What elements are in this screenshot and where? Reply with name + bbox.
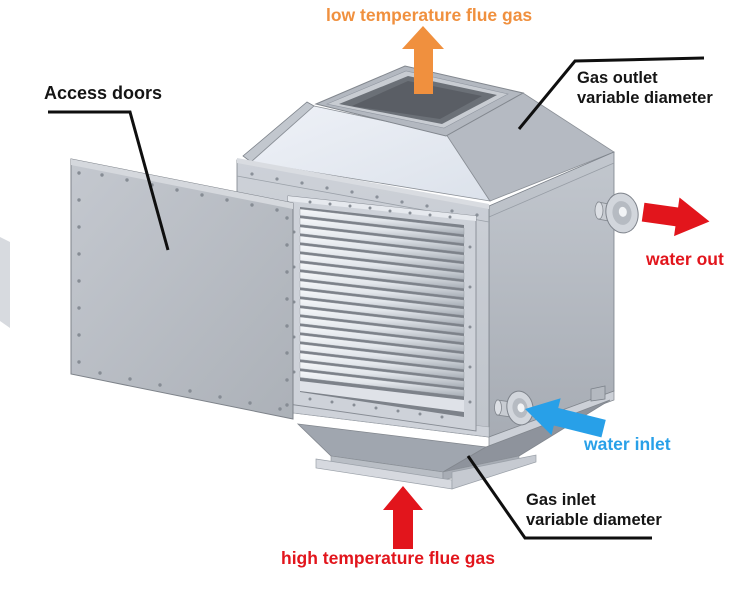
access-door-panel [70, 158, 294, 420]
label-gas-inlet: Gas inlet variable diameter [526, 490, 662, 530]
access-doors-callout-line [48, 110, 170, 251]
door-bolt-holes [77, 171, 289, 411]
label-water-inlet: water inlet [584, 434, 671, 454]
label-high-temp-flue-gas: high temperature flue gas [281, 548, 495, 568]
support-foot [590, 385, 606, 402]
callout-lines [48, 56, 705, 540]
low-temp-flue-gas-up-arrow-icon [402, 26, 444, 94]
label-gas-inlet-line1: Gas inlet [526, 491, 596, 509]
rim-bolt-holes [250, 172, 479, 217]
water-inlet-left-arrow-icon [525, 398, 606, 438]
label-gas-outlet-line2: variable diameter [577, 89, 713, 107]
water-out-nozzle [594, 192, 639, 234]
access-door [0, 158, 294, 420]
access-door-edge [0, 237, 10, 328]
gas-outlet-callout-line [517, 56, 705, 130]
water-out-right-arrow-icon [641, 197, 710, 237]
opening-sill [300, 381, 464, 412]
tube-bundle-opening [287, 195, 477, 432]
label-access-doors: Access doors [44, 83, 163, 103]
gas-inlet-callout-line [466, 455, 652, 540]
label-gas-inlet-line2: variable diameter [526, 511, 662, 529]
water-inlet-nozzle [494, 390, 534, 426]
label-gas-outlet: Gas outlet variable diameter [577, 68, 713, 108]
label-gas-outlet-line1: Gas outlet [577, 69, 658, 87]
high-temp-flue-gas-up-arrow-icon [383, 486, 423, 549]
label-water-out: water out [646, 249, 724, 269]
gas-outlet-hood [242, 65, 615, 202]
label-low-temp-flue-gas: low temperature flue gas [326, 5, 533, 25]
